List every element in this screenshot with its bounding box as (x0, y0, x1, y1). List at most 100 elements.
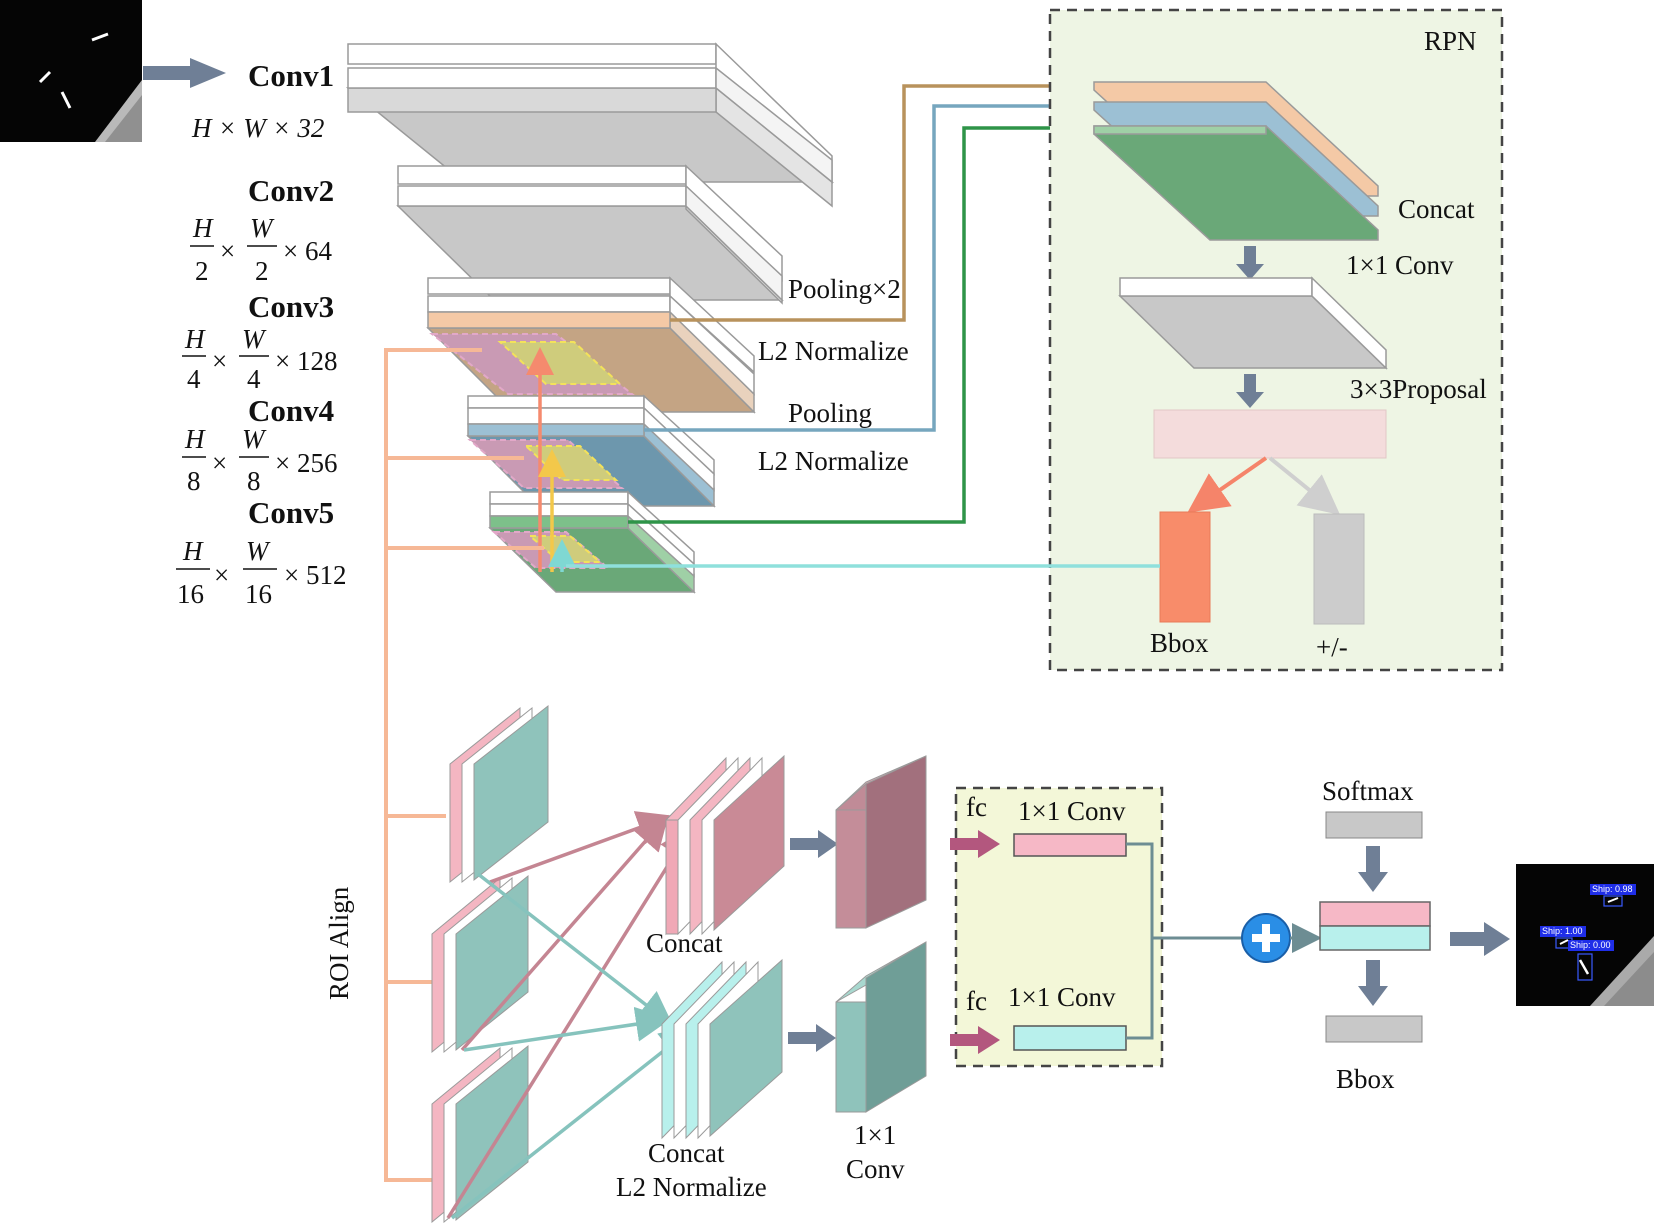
conv3-times: × (212, 346, 227, 376)
conv4-den-w: 8 (247, 466, 261, 496)
input-image (0, 0, 142, 142)
rpn-concat-stack (1093, 81, 1379, 241)
conv1-label: Conv1 H × W × 32 (191, 58, 334, 143)
fc-conv-top-label: 1×1 Conv (1018, 796, 1126, 826)
conv3-label: Conv3 H 4 × W 4 × 128 (182, 289, 337, 394)
softmax-label: Softmax (1322, 776, 1414, 806)
conv4-num-w: W (242, 424, 267, 454)
output-teal-bar (1319, 925, 1431, 951)
conv1-dims: H × W × 32 (191, 113, 324, 143)
concat-top-stack (665, 754, 785, 936)
conv4-label: Conv4 H 8 × W 8 × 256 (182, 393, 337, 496)
rpn-to-cls-arrow (1268, 456, 1341, 516)
rpn-feature-bar (1153, 409, 1387, 459)
conv1x1-top-block (835, 755, 927, 929)
conv4-times: × (212, 448, 227, 478)
softmax-down-arrow (1358, 846, 1388, 892)
fc-panel: fc 1×1 Conv fc 1×1 Conv (950, 786, 1164, 1068)
detection-label-3: Ship: 0.00 (1570, 940, 1611, 950)
rpn-conv1x1-label: 1×1 Conv (1346, 250, 1454, 280)
fc-top-box (1013, 833, 1127, 857)
rpn-bbox-box (1159, 511, 1211, 623)
fc-merge-lines (1126, 842, 1242, 1040)
bbox-down-arrow (1358, 960, 1388, 1006)
pooling-x2-label: Pooling×2 (788, 274, 901, 304)
softmax-box (1325, 811, 1423, 839)
rpn-cls-label: +/- (1316, 632, 1348, 662)
conv2-label: Conv2 H 2 × W 2 × 64 (190, 173, 334, 286)
conv3-num-h: H (184, 324, 206, 354)
output-pink-bar (1319, 901, 1431, 927)
plus-icon (1241, 913, 1291, 963)
conv3-den-w: 4 (247, 364, 261, 394)
conv2-name: Conv2 (248, 173, 334, 208)
conv5-label: Conv5 H 16 × W 16 × 512 (176, 495, 346, 609)
fc-top-arrow (950, 830, 1000, 858)
rpn-title: RPN (1424, 26, 1477, 56)
conv1-name: Conv1 (248, 58, 334, 93)
conv5-num-h: H (182, 536, 204, 566)
l2-normalize-2-label: L2 Normalize (758, 446, 909, 476)
conv1x1-line1: 1×1 (854, 1120, 896, 1150)
fc-bottom-arrow (950, 1026, 1000, 1054)
concat-bottom-arrow (788, 1024, 836, 1052)
conv5-channels: × 512 (284, 560, 346, 590)
fc-top-label: fc (966, 792, 987, 822)
conv5-den-w: 16 (245, 579, 272, 609)
conv5-to-rpn-arrow (628, 110, 1099, 524)
conv3-to-rpn-arrow (670, 68, 1099, 322)
l2-normalize-head-label: L2 Normalize (616, 1172, 767, 1202)
conv3-name: Conv3 (248, 289, 334, 324)
fc-bottom-label: fc (966, 986, 987, 1016)
conv2-layer (396, 164, 784, 305)
roi-align-label: ROI Align (324, 886, 354, 1000)
pooling-label: Pooling (788, 398, 872, 428)
roi-align-trunk (384, 348, 544, 1182)
conv2-channels: × 64 (283, 236, 332, 266)
conv1x1-bottom-block (835, 941, 927, 1113)
conv3-channels: × 128 (275, 346, 337, 376)
conv2-den-h: 2 (195, 256, 209, 286)
conv5-name: Conv5 (248, 495, 334, 530)
roi-block-top (449, 704, 549, 884)
rpn-proposal-layer (1118, 276, 1388, 370)
conv2-num-w: W (250, 213, 275, 243)
conv4-name: Conv4 (248, 393, 334, 428)
roi-crossing-arrows (446, 811, 696, 1220)
conv4-num-h: H (184, 424, 206, 454)
output-arrow (1450, 922, 1510, 956)
conv5-num-w: W (246, 536, 271, 566)
conv2-times: × (220, 236, 235, 266)
bbox-label: Bbox (1336, 1064, 1395, 1094)
rpn-proposal-label: 3×3Proposal (1350, 374, 1487, 404)
conv1-layer (345, 42, 835, 208)
conv2-den-w: 2 (255, 256, 269, 286)
rpn-cls-box (1313, 513, 1365, 625)
conv2-num-h: H (192, 213, 214, 243)
concat-bottom-label: Concat (648, 1138, 725, 1168)
concat-top-arrow (790, 830, 838, 858)
rpn-down-arrow-1 (1236, 246, 1264, 280)
detection-label-1: Ship: 0.98 (1592, 884, 1633, 894)
rpn-to-bbox-arrow (1187, 456, 1268, 513)
fc-conv-bottom-label: 1×1 Conv (1008, 982, 1116, 1012)
conv4-den-h: 8 (187, 466, 201, 496)
l2-normalize-1-label: L2 Normalize (758, 336, 909, 366)
roi-block-middle (431, 874, 529, 1054)
input-arrow (143, 58, 226, 88)
rpn-down-arrow-2 (1236, 374, 1264, 408)
rpn-bbox-label: Bbox (1150, 628, 1209, 658)
conv3-num-w: W (242, 324, 267, 354)
conv5-times: × (214, 560, 229, 590)
detection-label-2: Ship: 1.00 (1542, 926, 1583, 936)
concat-top-label: Concat (646, 928, 723, 958)
conv1x1-line2: Conv (846, 1154, 905, 1184)
conv3-den-h: 4 (187, 364, 201, 394)
concat-bottom-stack (661, 958, 783, 1140)
bbox-box (1325, 1015, 1423, 1043)
conv5-den-h: 16 (177, 579, 204, 609)
fc-bottom-box (1013, 1025, 1127, 1051)
conv4-to-rpn-arrow (644, 88, 1099, 432)
rpn-panel: RPN Concat 1×1 Conv 3×3Proposal Bbo (1048, 8, 1504, 672)
